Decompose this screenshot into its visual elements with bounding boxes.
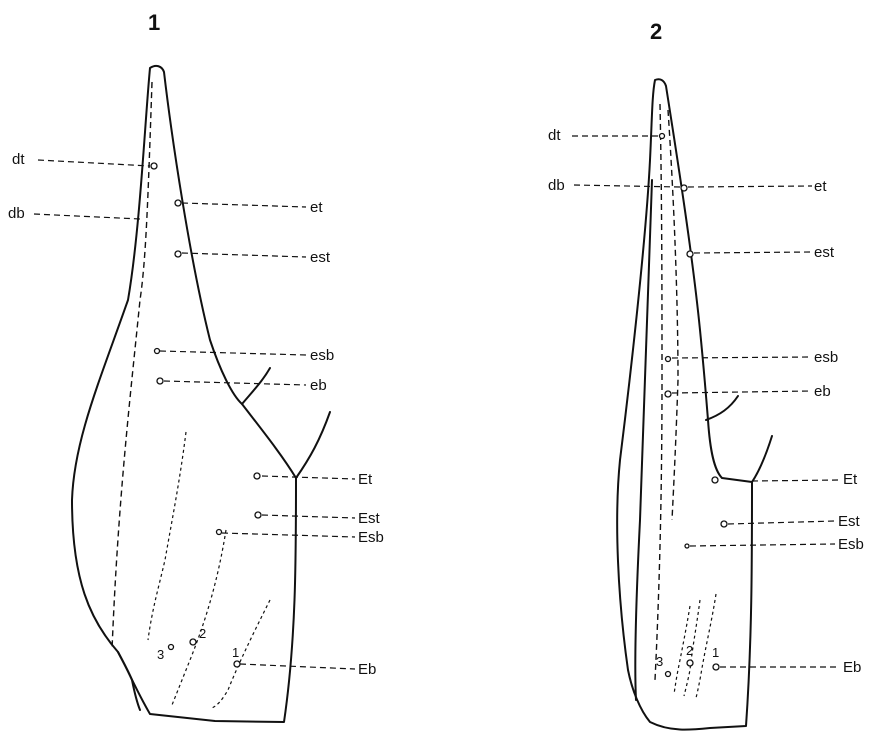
figure-2-Et-trichobothrium (712, 477, 718, 483)
figure-1-Eb-leader (240, 664, 355, 669)
figure-1-Eb-trichobothrium (234, 661, 240, 667)
figure-2-number: 2 (650, 19, 662, 44)
figure-1-finger-stub (242, 368, 270, 404)
figure-2-movable-finger-base (752, 436, 772, 482)
figure-1-wavy-edge (118, 652, 140, 710)
figure-1-dt-leader (38, 160, 150, 166)
figure-2-label-Et: Et (843, 471, 858, 488)
figure-1-label-dt: dt (12, 151, 25, 168)
figure-2-finger-stub (706, 396, 738, 420)
figure-1-dt-trichobothrium (151, 163, 157, 169)
figure-2-esb-trichobothrium (666, 357, 671, 362)
figure-1-eb-trichobothrium (157, 378, 163, 384)
figure-1-label-1: 1 (232, 645, 239, 660)
figure-2-label-Est: Est (838, 513, 861, 530)
figure-2-est-leader (694, 252, 812, 253)
figure-2-Esb-leader (690, 544, 835, 546)
figure-1-carina-1 (148, 432, 186, 640)
figure-1-label-esb: esb (310, 347, 334, 364)
figure-1-db-leader (34, 214, 140, 219)
figure-2-eb-trichobothrium (665, 391, 671, 397)
figure-2-label-1: 1 (712, 645, 719, 660)
figure-2-label-est: est (814, 244, 835, 261)
figure-2-label-db: db (548, 177, 565, 194)
figure-2: 2 dt db (548, 19, 864, 730)
figure-1-2-trichobothrium (190, 639, 196, 645)
figure-1-keel-line (112, 82, 152, 650)
figure-1-carina-3 (212, 600, 270, 708)
figure-1-esb-trichobothrium (155, 349, 160, 354)
figure-1-3-trichobothrium (169, 645, 174, 650)
figure-1-label-Esb: Esb (358, 529, 384, 546)
figure-2-keel-line-2 (668, 110, 678, 520)
figure-2-et-trichobothrium (681, 185, 687, 191)
figure-1-Est-trichobothrium (255, 512, 261, 518)
figure-2-2-trichobothrium (687, 660, 693, 666)
figure-1-Esb-trichobothrium (217, 530, 222, 535)
figure-1-label-Est: Est (358, 510, 381, 527)
figure-2-label-esb: esb (814, 349, 838, 366)
figure-2-label-Esb: Esb (838, 536, 864, 553)
figure-1-label-Et: Et (358, 471, 373, 488)
figure-1-label-eb: eb (310, 377, 327, 394)
figure-2-label-dt: dt (548, 127, 561, 144)
figure-2-Est-leader (728, 521, 835, 524)
figure-1-esb-leader (160, 351, 306, 355)
figure-2-dt-trichobothrium (660, 134, 665, 139)
figure-2-esb-leader (672, 357, 812, 358)
figure-2-db-leader (574, 185, 680, 187)
figure-1-Est-leader (262, 515, 355, 518)
figure-1-number: 1 (148, 10, 160, 35)
figure-2-Eb-trichobothrium (713, 664, 719, 670)
figure-1-eb-leader (164, 381, 306, 385)
figure-2-Est-trichobothrium (721, 521, 727, 527)
figure-1-label-et: et (310, 199, 323, 216)
figure-1-label-est: est (310, 249, 331, 266)
figure-1-est-leader (182, 253, 306, 257)
figure-2-label-eb: eb (814, 383, 831, 400)
figure-2-keel-line-1 (655, 104, 662, 680)
figure-1-Et-leader (262, 476, 355, 479)
figure-1-label-2: 2 (199, 626, 206, 641)
figure-1-Et-trichobothrium (254, 473, 260, 479)
figure-1-label-3: 3 (157, 647, 164, 662)
figure-2-label-Eb: Eb (843, 659, 861, 676)
figure-2-et-leader (688, 186, 812, 187)
figure-1-carina-2 (172, 530, 226, 705)
figure-1-label-db: db (8, 205, 25, 222)
figure-1-label-Eb: Eb (358, 661, 376, 678)
figure-2-est-trichobothrium (687, 251, 693, 257)
figure-2-label-3: 3 (656, 654, 663, 669)
figure-1-est-trichobothrium (175, 251, 181, 257)
figure-1-Esb-leader (222, 533, 355, 537)
figure-2-eb-leader (672, 391, 812, 393)
figure-1-outline (72, 66, 296, 722)
figure-2-label-2: 2 (686, 643, 693, 658)
figure-2-Et-leader (752, 480, 840, 481)
figure-1-et-trichobothrium (175, 200, 181, 206)
figure-1-et-leader (182, 203, 306, 207)
figure-1: 1 dt db (8, 10, 384, 722)
figure-2-Esb-trichobothrium (685, 544, 689, 548)
figure-2-3-trichobothrium (666, 672, 671, 677)
figure-1-movable-finger-base (296, 412, 330, 478)
figure-2-label-et: et (814, 178, 827, 195)
